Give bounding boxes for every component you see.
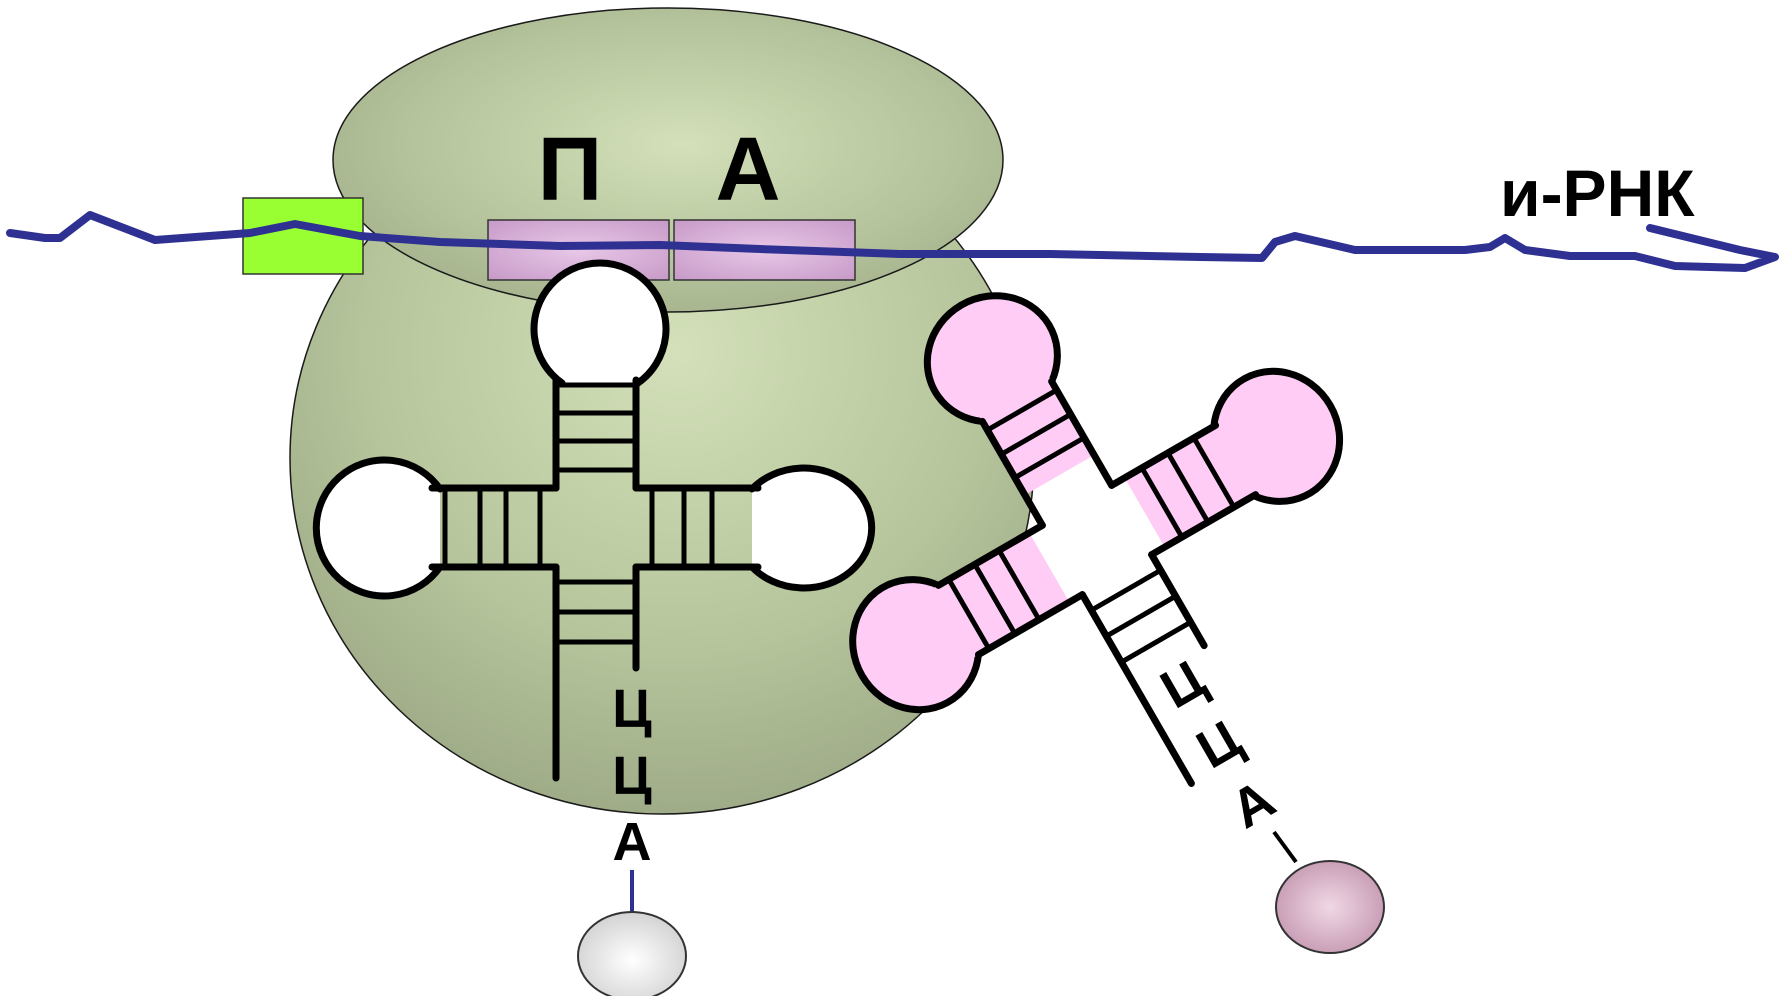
- amino-acid-right: [1275, 860, 1385, 954]
- a-site-label: А: [716, 120, 781, 220]
- mrna-label: и-РНК: [1500, 156, 1695, 230]
- trna-left-nucleotide-3: А: [613, 812, 652, 872]
- amino-acid-left: [577, 911, 687, 996]
- trna-right: [849, 292, 1344, 787]
- trna-right-amino-link: [1272, 830, 1298, 864]
- trna-right-nucleotide-2: Ц: [1187, 708, 1252, 780]
- mrna-strand: [6, 211, 1779, 272]
- trna-left-nucleotide-1: Ц: [612, 679, 652, 739]
- trna-right-nucleotide-3: А: [1221, 769, 1285, 840]
- trna-left-nucleotide-2: Ц: [612, 746, 652, 806]
- trna-left: [312, 259, 876, 782]
- p-site-label: П: [538, 120, 603, 220]
- trna-right-nucleotide-1: Ц: [1151, 648, 1216, 720]
